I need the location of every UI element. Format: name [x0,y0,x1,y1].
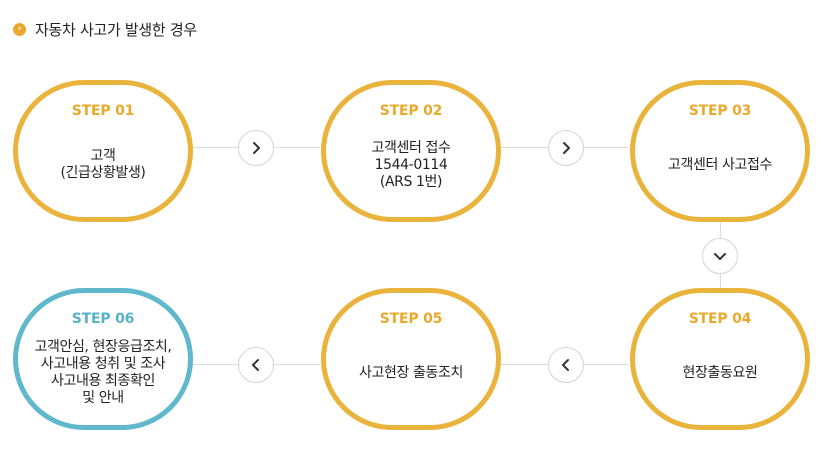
step-text-line: 고객센터 접수 [371,139,451,156]
step-label: STEP 06 [71,311,135,327]
chevron-right-bullet-icon: › [13,22,26,36]
next-arrow-2[interactable] [548,130,584,166]
step-text-line: (ARS 1번) [379,173,443,190]
step-text-line: 고객안심, 현장응급조치, [34,339,172,355]
step-04: STEP 04 현장출동요원 [630,288,810,430]
step-label: STEP 01 [71,103,135,119]
step-text-line: 현장출동요원 [682,364,758,381]
step-description: 고객안심, 현장응급조치, 사고내용 청취 및 조사 사고내용 최종확인 및 안… [22,331,184,415]
step-description: 현장출동요원 [639,335,801,411]
step-text-line: 고객센터 사고접수 [668,156,772,173]
section-heading: › 자동차 사고가 발생한 경우 [13,16,197,42]
chevron-left-icon [562,359,569,371]
chevron-right-icon [253,142,260,154]
step-description: 사고현장 출동조치 [330,335,492,411]
step-05: STEP 05 사고현장 출동조치 [321,288,501,430]
chevron-down-icon [714,253,726,260]
step-text-line: (긴급상황발생) [60,165,146,181]
step-06: STEP 06 고객안심, 현장응급조치, 사고내용 청취 및 조사 사고내용 … [13,288,193,430]
step-text-line: 고객 [90,148,116,164]
chevron-left-icon [252,359,259,371]
step-description: 고객센터 사고접수 [639,127,801,203]
step-03: STEP 03 고객센터 사고접수 [630,80,810,222]
next-arrow-1[interactable] [238,130,274,166]
step-description: 고객센터 접수 1544-0114 (ARS 1번) [330,127,492,203]
step-label: STEP 03 [688,103,752,119]
chevron-right-icon [563,142,570,154]
prev-arrow-1[interactable] [238,347,274,383]
step-01: STEP 01 고객 (긴급상황발생) [13,80,193,222]
section-title: 자동차 사고가 발생한 경우 [35,20,197,39]
step-text-line: 및 안내 [82,390,124,406]
down-arrow[interactable] [702,238,738,274]
step-text-line: 사고현장 출동조치 [359,364,463,381]
step-text-line: 1544-0114 [374,156,448,173]
step-label: STEP 05 [379,311,443,327]
step-02: STEP 02 고객센터 접수 1544-0114 (ARS 1번) [321,80,501,222]
step-label: STEP 04 [688,311,752,327]
step-description: 고객 (긴급상황발생) [22,127,184,203]
step-label: STEP 02 [379,103,443,119]
prev-arrow-2[interactable] [548,347,584,383]
step-text-line: 사고내용 청취 및 조사 [40,356,166,372]
step-text-line: 사고내용 최종확인 [51,373,155,389]
